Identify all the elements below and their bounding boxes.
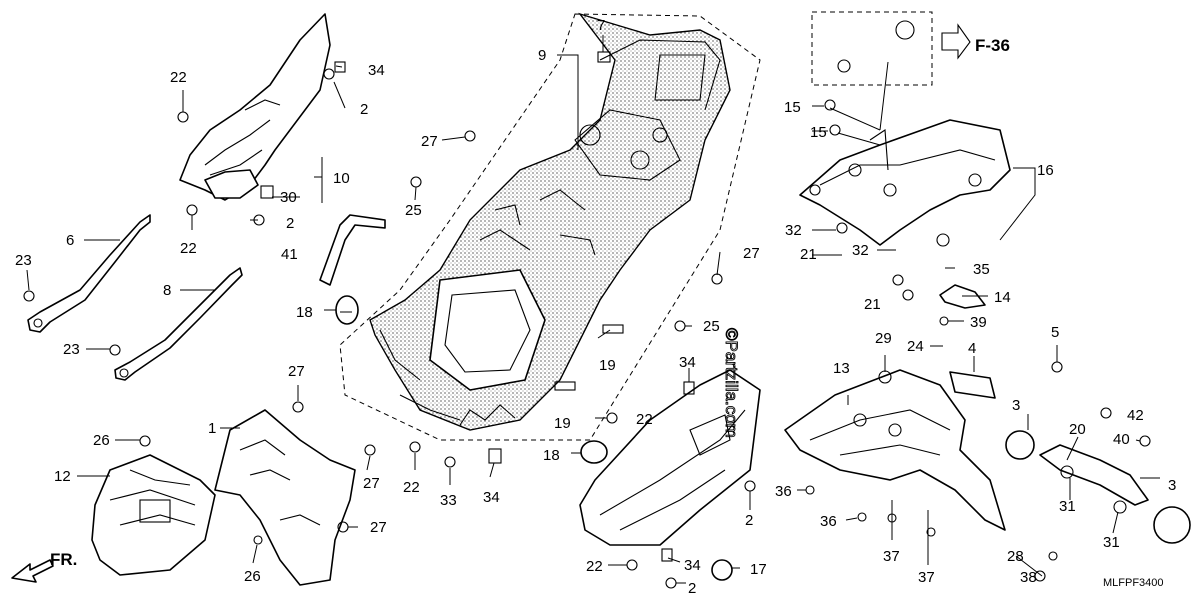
callout-8: 8: [163, 282, 171, 299]
callout-2b: 2: [286, 215, 294, 232]
callout-26a: 26: [93, 432, 110, 449]
callout-9: 9: [538, 47, 546, 64]
diagram-code: MLFPF3400: [1103, 577, 1164, 589]
mudguard-drawing: [214, 409, 356, 586]
stay-drawings: [27, 214, 243, 381]
callout-13: 13: [833, 360, 850, 377]
reference-label: F-36: [975, 36, 1010, 55]
callout-2a: 2: [360, 101, 368, 118]
callout-20: 20: [1069, 421, 1086, 438]
callout-15a: 15: [784, 99, 801, 116]
callout-37a: 37: [883, 548, 900, 565]
callout-36b: 36: [820, 513, 837, 530]
callout-34c: 34: [483, 489, 500, 506]
callout-39: 39: [970, 314, 987, 331]
callout-6: 6: [66, 232, 74, 249]
callout-14: 14: [994, 289, 1011, 306]
callout-26b: 26: [244, 568, 261, 585]
rear-fender-drawing: [784, 369, 1006, 531]
callout-3b: 3: [1168, 477, 1176, 494]
toolbox-drawing: [91, 454, 216, 576]
callout-10: 10: [333, 170, 350, 187]
callout-38: 38: [1020, 569, 1037, 586]
callout-21a: 21: [800, 246, 817, 263]
callout-31b: 31: [1103, 534, 1120, 551]
bracket-41-drawing: [319, 214, 386, 286]
upper-cover-drawing: [179, 13, 331, 201]
callout-42: 42: [1127, 407, 1144, 424]
callout-32a: 32: [785, 222, 802, 239]
callout-33: 33: [440, 492, 457, 509]
callout-1: 1: [208, 420, 216, 437]
callout-24: 24: [907, 338, 924, 355]
leader-lines: [26, 35, 1160, 584]
watermark: ©Partzilla.com: [722, 328, 741, 438]
callout-19b: 19: [554, 415, 571, 432]
callout-27c: 27: [288, 363, 305, 380]
reflector-drawing: [949, 371, 996, 399]
callout-37b: 37: [918, 569, 935, 586]
callout-22b: 22: [180, 240, 197, 257]
rear-frame-drawing: [339, 12, 761, 441]
side-cover-drawing: [579, 369, 761, 546]
callout-5: 5: [1051, 324, 1059, 341]
callout-17: 17: [750, 561, 767, 578]
callout-29: 29: [875, 330, 892, 347]
callout-30: 30: [280, 189, 297, 206]
callout-36a: 36: [775, 483, 792, 500]
callout-4: 4: [968, 340, 976, 357]
callout-31a: 31: [1059, 498, 1076, 515]
callout-18a: 18: [296, 304, 313, 321]
callout-35: 35: [973, 261, 990, 278]
callout-22c: 22: [636, 411, 653, 428]
callout-34a: 34: [368, 62, 385, 79]
callout-22a: 22: [170, 69, 187, 86]
callout-22e: 22: [586, 558, 603, 575]
cap-3-drawing: [1153, 506, 1191, 544]
callout-25a: 25: [405, 202, 422, 219]
grommet-18a-drawing: [335, 295, 359, 325]
callout-12: 12: [54, 468, 71, 485]
callout-40: 40: [1113, 431, 1130, 448]
callout-34b: 34: [679, 354, 696, 371]
callout-2c: 2: [745, 512, 753, 529]
callout-19a: 19: [599, 357, 616, 374]
callout-32b: 32: [852, 242, 869, 259]
callout-41: 41: [281, 246, 298, 263]
callout-3a: 3: [1012, 397, 1020, 414]
callout-34d: 34: [684, 557, 701, 574]
callout-18b: 18: [543, 447, 560, 464]
front-direction-arrow: FR.: [11, 550, 77, 583]
callout-7: 7: [597, 17, 605, 34]
callout-22d: 22: [403, 479, 420, 496]
callout-27b: 27: [743, 245, 760, 262]
callout-15b: 15: [810, 124, 827, 141]
reference-arrow: [941, 23, 971, 60]
callout-27e: 27: [370, 519, 387, 536]
grommet-3-drawing: [1005, 430, 1035, 460]
reference-box: [811, 11, 933, 86]
callout-16: 16: [1037, 162, 1054, 179]
fasteners: [23, 20, 1151, 589]
callout-21b: 21: [864, 296, 881, 313]
callout-28: 28: [1007, 548, 1024, 565]
grab-rail-drawing: [799, 119, 1011, 246]
front-label: FR.: [50, 550, 77, 569]
callout-27d: 27: [363, 475, 380, 492]
callout-27a: 27: [421, 133, 438, 150]
callout-25b: 25: [703, 318, 720, 335]
callout-23b: 23: [63, 341, 80, 358]
grommet-18b-drawing: [580, 440, 608, 464]
hugger-drawing: [1039, 444, 1149, 506]
callout-2d: 2: [688, 580, 696, 597]
grommet-17-drawing: [711, 559, 733, 581]
callout-23a: 23: [15, 252, 32, 269]
